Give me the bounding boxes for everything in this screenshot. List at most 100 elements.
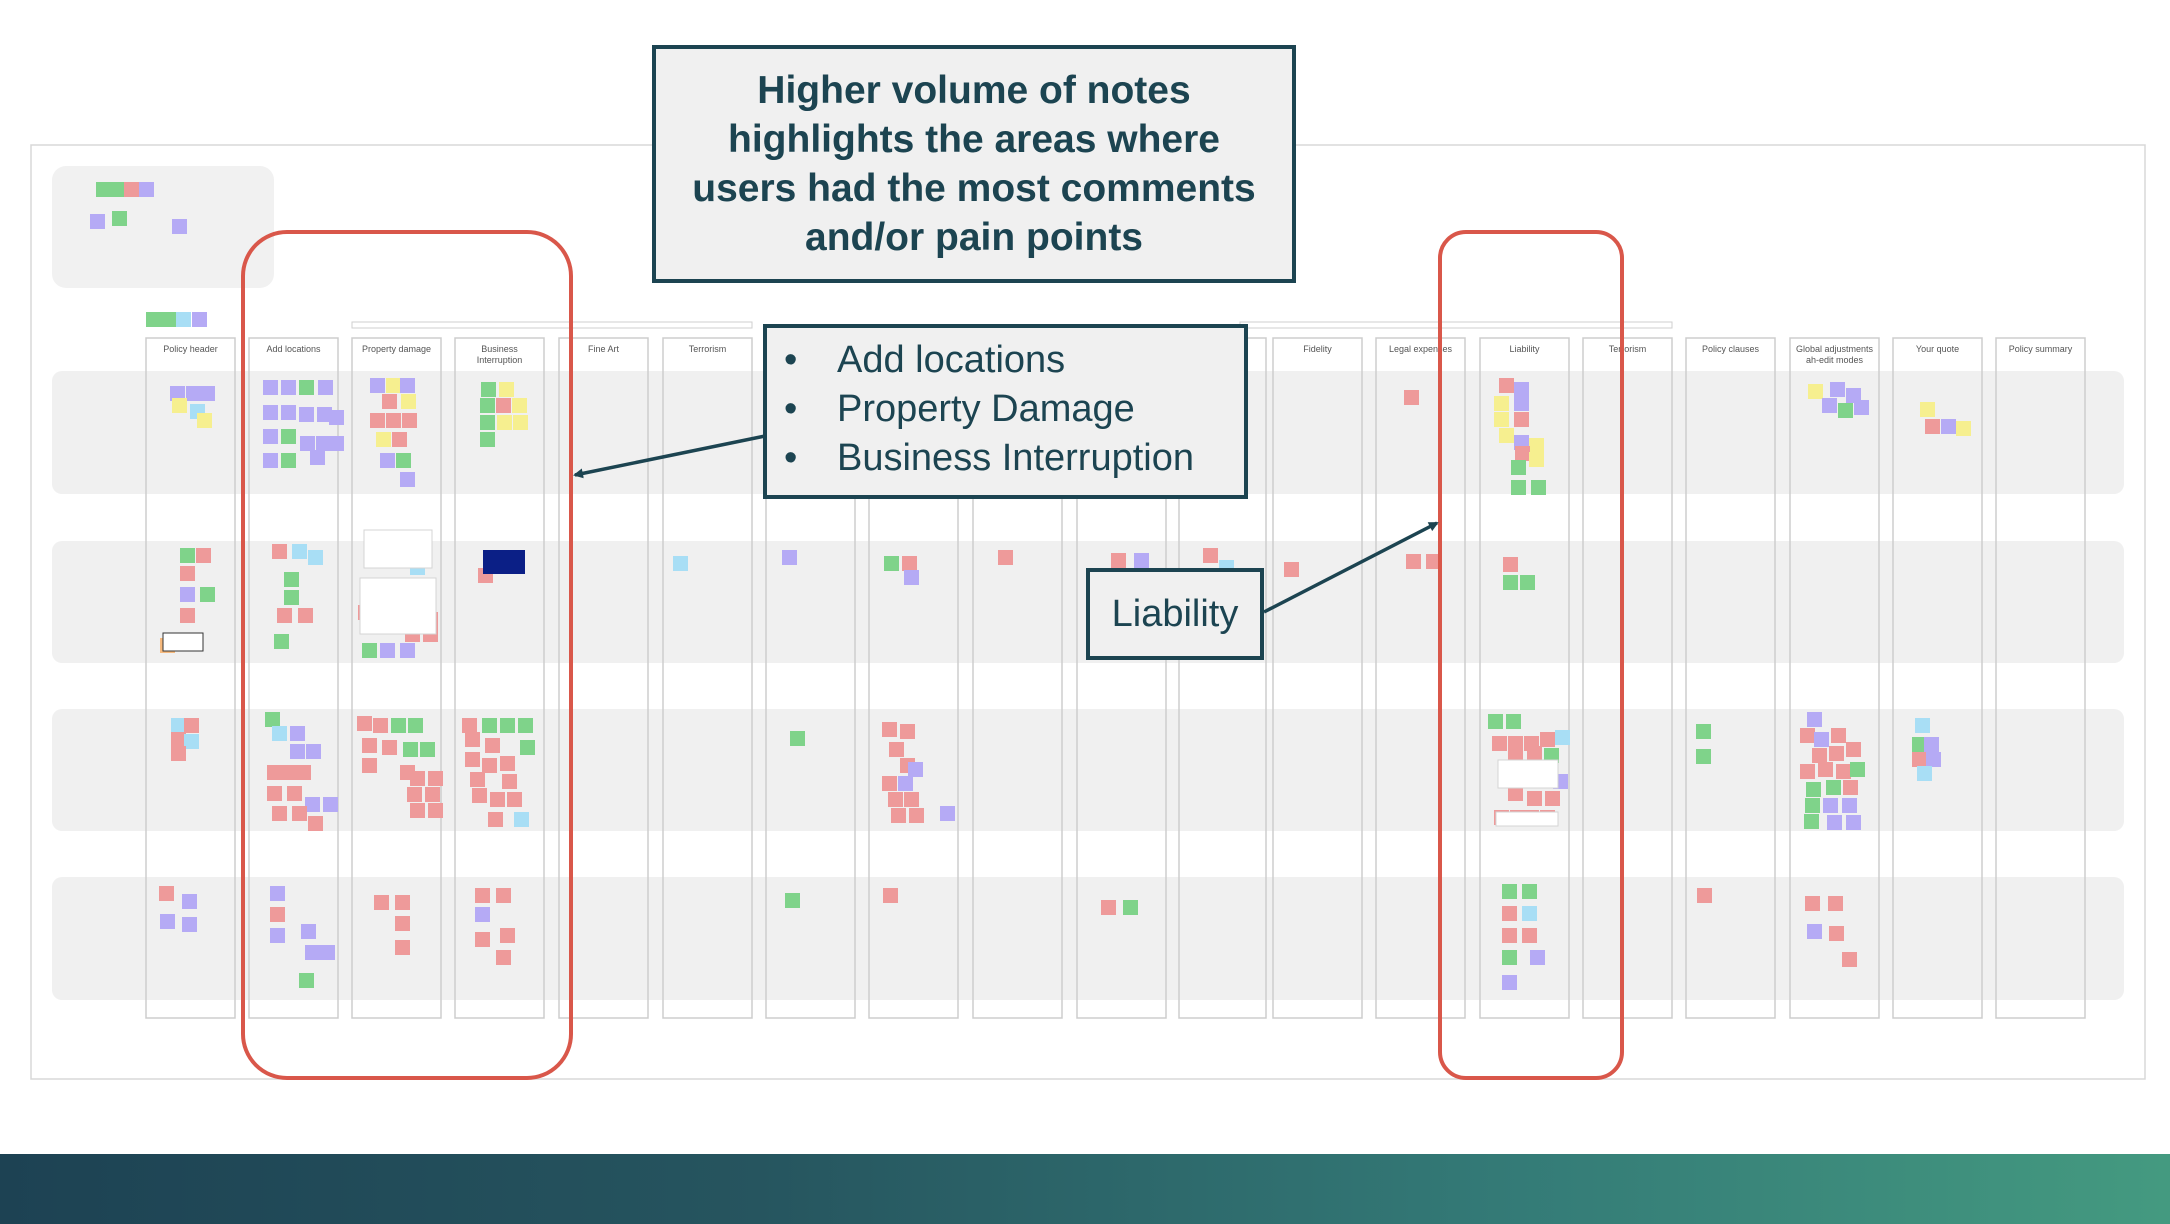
sticky-note [1823, 798, 1838, 813]
sticky-note [176, 312, 191, 327]
sticky-note [180, 587, 195, 602]
thumbnail-image [483, 550, 525, 574]
sticky-note [1804, 814, 1819, 829]
sticky-note [386, 378, 401, 393]
column-title: Add locations [266, 344, 321, 354]
sticky-note [1925, 419, 1940, 434]
sticky-note [281, 453, 296, 468]
sticky-note [263, 380, 278, 395]
sticky-note [673, 556, 688, 571]
sticky-note [904, 792, 919, 807]
sticky-note [499, 382, 514, 397]
sticky-note [370, 378, 385, 393]
sticky-note [299, 380, 314, 395]
sticky-note [373, 718, 388, 733]
sticky-note [1511, 480, 1526, 495]
sticky-note [400, 472, 415, 487]
sticky-note [362, 643, 377, 658]
sticky-note [904, 570, 919, 585]
sticky-note [329, 410, 344, 425]
sticky-note [1831, 728, 1846, 743]
sticky-note [1503, 575, 1518, 590]
sticky-note [407, 787, 422, 802]
sticky-note [1846, 388, 1861, 403]
sticky-note [298, 608, 313, 623]
sticky-note [1814, 732, 1829, 747]
sticky-note [785, 893, 800, 908]
column-title: Your quote [1916, 344, 1959, 354]
sticky-note [1545, 791, 1560, 806]
sticky-note [1492, 736, 1507, 751]
sticky-note [110, 182, 125, 197]
sticky-note [940, 806, 955, 821]
sticky-note [1494, 412, 1509, 427]
sticky-note [171, 746, 186, 761]
sticky-note [376, 432, 391, 447]
sticky-note [124, 182, 139, 197]
sticky-note [1203, 548, 1218, 563]
sticky-note [1529, 452, 1544, 467]
sticky-note [497, 415, 512, 430]
sticky-note [400, 378, 415, 393]
sticky-note [888, 792, 903, 807]
sticky-note [270, 886, 285, 901]
column-title: Terrorism [689, 344, 727, 354]
sticky-note [889, 742, 904, 757]
sticky-note [395, 916, 410, 931]
sticky-note [470, 772, 485, 787]
sticky-note [1540, 732, 1555, 747]
sticky-note [1956, 421, 1971, 436]
sticky-note [472, 788, 487, 803]
sticky-note [1917, 766, 1932, 781]
thumbnail-image [359, 577, 437, 635]
sticky-note [882, 776, 897, 791]
sticky-note [159, 886, 174, 901]
sticky-note [1697, 888, 1712, 903]
sticky-note [1508, 746, 1523, 761]
sticky-note [400, 643, 415, 658]
sticky-note [171, 732, 186, 747]
sticky-note [514, 812, 529, 827]
sticky-note [480, 432, 495, 447]
sticky-note [1800, 728, 1815, 743]
sticky-note [1555, 730, 1570, 745]
sticky-note [170, 386, 185, 401]
sticky-note [370, 413, 385, 428]
footer-band [0, 1154, 2170, 1224]
sticky-note [184, 734, 199, 749]
sticky-note [1827, 815, 1842, 830]
sticky-note [1404, 390, 1419, 405]
sticky-note [180, 608, 195, 623]
sticky-note [883, 888, 898, 903]
headline-callout: Higher volume of notes highlights the ar… [652, 45, 1296, 283]
sticky-note [1123, 900, 1138, 915]
sticky-note [171, 718, 186, 733]
sticky-note [496, 950, 511, 965]
sticky-note [1502, 975, 1517, 990]
area-item-property-damage: Property Damage [779, 385, 1244, 434]
sticky-note [281, 380, 296, 395]
sticky-note [180, 548, 195, 563]
sticky-note [1522, 906, 1537, 921]
column-title: Legal expenses [1389, 344, 1453, 354]
sticky-note [184, 718, 199, 733]
sticky-note [480, 415, 495, 430]
sticky-note [1807, 924, 1822, 939]
sticky-note [180, 566, 195, 581]
sticky-note [299, 973, 314, 988]
sticky-note [408, 718, 423, 733]
sticky-note [500, 928, 515, 943]
sticky-note [1544, 748, 1559, 763]
sticky-note [1426, 554, 1441, 569]
sticky-note [272, 544, 287, 559]
sticky-note [500, 718, 515, 733]
highlight-left [241, 230, 573, 1080]
sticky-note [1696, 724, 1711, 739]
sticky-note [488, 812, 503, 827]
sticky-note [172, 398, 187, 413]
sticky-note [1806, 782, 1821, 797]
sticky-note [267, 786, 282, 801]
sticky-note [272, 806, 287, 821]
